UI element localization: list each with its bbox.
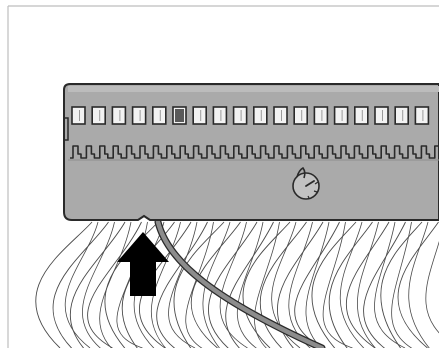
wire-strand xyxy=(374,221,406,348)
connector-slot xyxy=(131,106,147,125)
connector-slot xyxy=(374,106,389,125)
wire-strand xyxy=(236,221,264,348)
wire-strand xyxy=(322,221,353,348)
crimp-teeth xyxy=(70,145,439,159)
wire-strand xyxy=(242,221,291,348)
connector-teeth-row xyxy=(68,145,439,161)
wire-strand xyxy=(70,221,126,348)
connector-slot xyxy=(111,106,127,125)
wire-strand xyxy=(219,221,248,348)
connector-slot xyxy=(91,106,106,125)
wire-strand xyxy=(190,221,241,348)
wire-strand xyxy=(380,221,423,348)
connector-slot xyxy=(293,106,309,125)
connector-slot xyxy=(313,106,329,125)
wire-bundle xyxy=(35,221,439,348)
wire-strand xyxy=(363,221,406,348)
wire-strand xyxy=(276,221,324,348)
connector-slot xyxy=(232,106,248,125)
wire-strand xyxy=(425,240,439,334)
wire-strand xyxy=(82,221,115,348)
wire-strand xyxy=(185,221,214,348)
wire-strand xyxy=(357,221,379,348)
wire-strand xyxy=(397,221,439,348)
wire-strand xyxy=(311,221,357,348)
wire-strand xyxy=(87,221,142,348)
connector-slot-row xyxy=(71,106,430,125)
wire-strand xyxy=(225,221,274,348)
wire-strand xyxy=(345,221,390,348)
connector-slot xyxy=(333,106,349,125)
connector-slot xyxy=(71,106,86,125)
connector-slot xyxy=(394,106,410,125)
lock-icon xyxy=(292,166,320,200)
wire-strand xyxy=(168,221,198,348)
connector-slot xyxy=(353,106,369,125)
highlighted-wire xyxy=(154,218,326,348)
wire-strand xyxy=(104,221,159,348)
connector-slot xyxy=(273,106,288,125)
wire-strand xyxy=(294,221,340,348)
wire-strand xyxy=(391,221,413,348)
connector-slot xyxy=(253,106,268,125)
connector-side-clip xyxy=(64,117,69,141)
connector-top-highlight xyxy=(68,86,439,92)
connector-slot xyxy=(414,106,430,125)
wire-strand xyxy=(408,221,430,348)
connector-slot xyxy=(212,106,228,125)
connector-slot xyxy=(192,106,207,125)
wire-strand xyxy=(52,221,109,348)
wire-strand xyxy=(254,221,280,348)
wire-strand xyxy=(259,221,307,348)
wire-strand xyxy=(208,221,258,348)
wire-strand xyxy=(173,221,225,348)
highlighted-slot-pin xyxy=(175,109,184,122)
wire-strand xyxy=(35,221,93,348)
wire-strand xyxy=(64,221,99,348)
insertion-arrow xyxy=(117,232,169,296)
wire-strand xyxy=(156,221,208,348)
wire-strand xyxy=(339,221,365,348)
wire-strand xyxy=(328,221,373,348)
connector-slot xyxy=(152,106,167,125)
